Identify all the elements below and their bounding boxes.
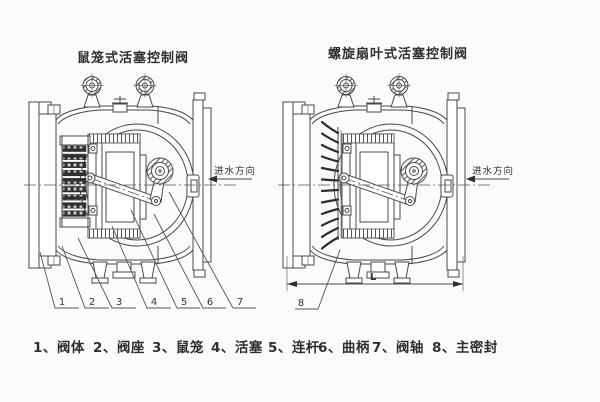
flow-arrow-left: 进水方向 (208, 165, 256, 183)
callout-4: 4 (151, 297, 157, 308)
length-dimension: L (286, 256, 464, 291)
callout-3: 3 (116, 297, 122, 308)
callout-8: 8 (298, 298, 304, 309)
left-valve-drawing: 进水方向 1 2 3 4 5 6 7 (23, 73, 256, 309)
flow-label-right: 进水方向 (472, 165, 514, 177)
legend-item-6: 6、曲柄 (318, 339, 370, 356)
callout-5: 5 (181, 297, 187, 308)
flow-label-left: 进水方向 (214, 165, 256, 177)
right-valve-title: 螺旋扇叶式活塞控制阀 (328, 46, 468, 62)
legend-item-8: 8、主密封 (432, 339, 498, 356)
flow-arrow-right: 进水方向 (466, 165, 514, 183)
left-valve-body (23, 73, 237, 284)
legend-item-5: 5、连杆 (268, 339, 320, 356)
callout-6: 6 (207, 297, 213, 308)
dimension-label: L (370, 272, 377, 283)
spiral-vanes (320, 120, 342, 250)
dim-arrow-right-icon (453, 281, 463, 287)
arrowhead-right-icon (466, 175, 475, 183)
left-callouts: 1 2 3 4 5 6 7 (39, 191, 256, 309)
left-valve-title: 鼠笼式活塞控制阀 (77, 50, 189, 66)
legend-item-4: 4、活塞 (211, 339, 263, 356)
squirrel-cage (59, 135, 91, 228)
right-valve-drawing: 进水方向 8 L (277, 73, 514, 310)
seal-callout: 8 (295, 249, 341, 310)
callout-7: 7 (237, 297, 243, 308)
legend-item-1: 1、阀体 (33, 339, 85, 356)
legend-item-7: 7、阀轴 (372, 339, 424, 356)
right-valve-body (277, 73, 491, 284)
legend-item-2: 2、阀座 (93, 339, 145, 356)
dim-arrow-left-icon (287, 281, 297, 287)
callout-2: 2 (89, 297, 95, 308)
parts-legend: 1、阀体 2、阀座 3、鼠笼 4、活塞 5、连杆 6、曲柄 7、阀轴 8、主密封 (33, 339, 498, 356)
arrowhead-left-icon (208, 175, 217, 183)
legend-item-3: 3、鼠笼 (152, 339, 204, 356)
callout-1: 1 (59, 297, 65, 308)
